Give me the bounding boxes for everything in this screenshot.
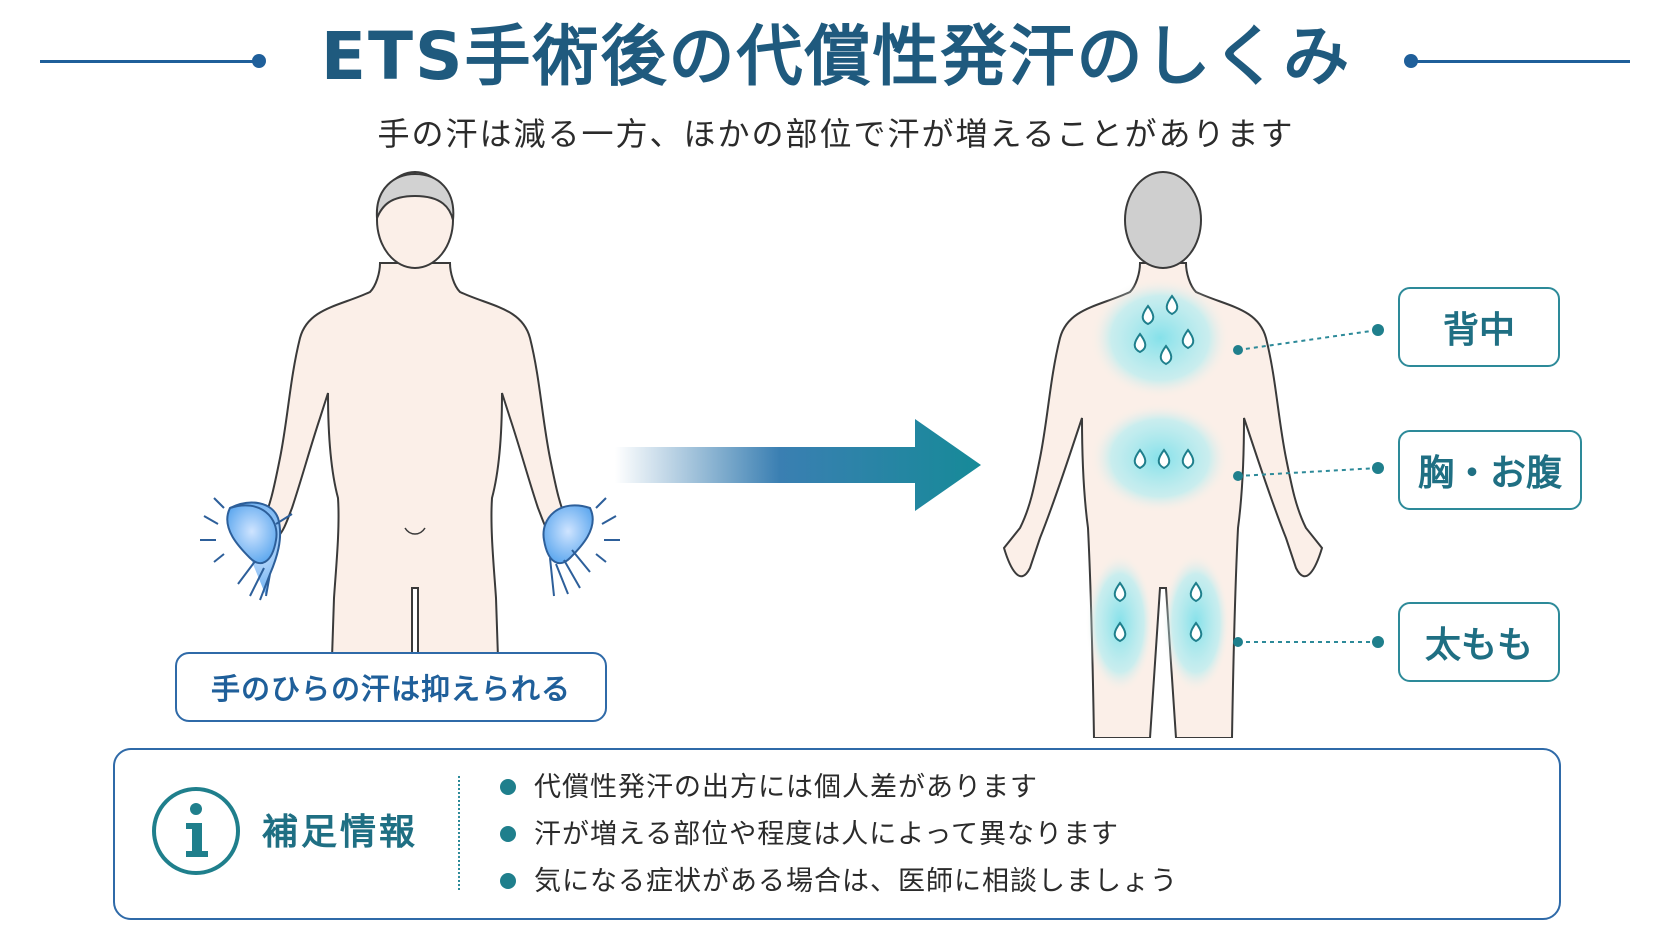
label-back: 背中 [1398,287,1560,367]
left-palm-sweat [200,497,293,601]
label-connectors [1233,324,1384,648]
back-body-figure [1002,171,1324,738]
info-heading: 補足情報 [262,812,419,853]
title-dot-right [1404,54,1418,68]
note-item: 気になる症状がある場合は、医師に相談しましょう [500,862,1178,902]
title-rule-left [40,60,258,63]
page-subtitle: 手の汗は減る一方、ほかの部位で汗が増えることがあります [377,115,1295,153]
sweat-drop-icon [1113,581,1127,603]
sweat-drop-icon [1141,304,1155,326]
back-sweat-zone [1090,278,1230,398]
page-title: ETS手術後の代償性発汗のしくみ [320,18,1352,95]
note-item: 汗が増える部位や程度は人によって異なります [500,815,1119,855]
info-panel [113,748,1561,920]
transition-arrow [615,419,981,511]
bullet-icon [500,825,516,842]
sweat-drop-icon [1165,294,1179,316]
sweat-drops [1113,294,1203,643]
back-head [1124,171,1202,269]
front-body-figure [200,171,620,658]
palm-caption: 手のひらの汗は抑えられる [175,652,607,722]
label-chest-belly: 胸・お腹 [1398,430,1582,510]
label-thigh: 太もも [1398,602,1560,682]
front-body-outline [252,262,578,658]
right-palm-sweat [542,497,620,597]
sweat-drop-icon [1157,448,1171,470]
sweat-drop-icon [1181,448,1195,470]
sweat-drop-icon [1133,448,1147,470]
sweat-drop-icon [1159,344,1173,366]
sweat-drop-icon [1189,621,1203,643]
info-divider [458,776,460,890]
title-rule-right [1412,60,1630,63]
sweat-drop-icon [1133,332,1147,354]
bullet-icon [500,778,516,795]
note-item: 代償性発汗の出方には個人差があります [500,768,1038,808]
sweat-drop-icon [1113,621,1127,643]
sweat-drop-icon [1181,328,1195,350]
info-icon [152,787,240,875]
title-dot-left [252,54,266,68]
front-hair [375,172,455,221]
bullet-icon [500,872,516,889]
sweat-drop-icon [1189,581,1203,603]
